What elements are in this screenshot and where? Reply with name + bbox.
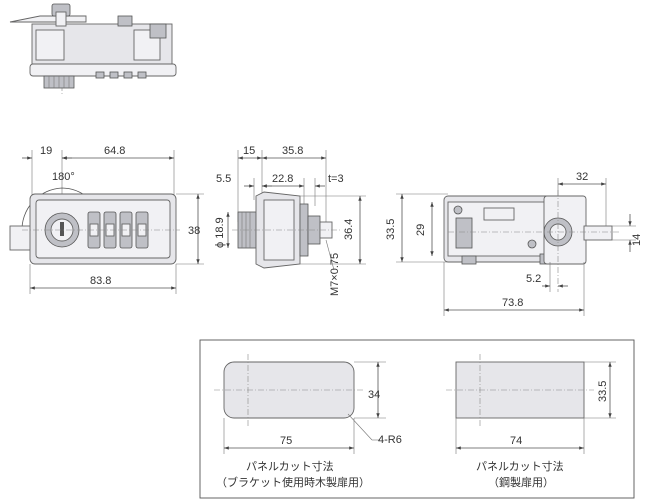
dim-73-8: 73.8 (502, 297, 523, 309)
dim-35-8: 35.8 (282, 145, 303, 157)
left-height-dim: 34 (368, 389, 380, 401)
front-view: 19 64.8 180° 38 (9, 145, 204, 294)
dim-t3: t=3 (328, 173, 344, 185)
dim-diameter-18-9: ϕ 18.9 (214, 217, 226, 248)
left-width-dim: 75 (280, 435, 292, 447)
dim-5-2: 5.2 (526, 273, 541, 285)
panel-cut-right: 33.5 74 パネルカット寸法 （鋼製扉用） (446, 354, 616, 489)
left-radius-dim: 4-R6 (378, 434, 402, 446)
dim-83-8: 83.8 (90, 275, 111, 287)
right-width-dim: 74 (510, 435, 522, 447)
right-height-dim: 33.5 (597, 381, 609, 402)
panel-cut-box: 34 75 4-R6 パネルカット寸法 （ブラケット使用時木製扉用） 33.5 … (199, 339, 635, 499)
dial-teeth (43, 71, 147, 89)
panel-cut-left: 34 75 4-R6 パネルカット寸法 （ブラケット使用時木製扉用） (214, 354, 402, 489)
dim-180deg: 180° (52, 171, 75, 183)
dim-38: 38 (188, 225, 200, 237)
rear-view: 33.5 29 32 14 5.2 (385, 171, 643, 316)
dim-m7-thread: M7×0.75 (329, 253, 341, 296)
right-caption-1: パネルカット寸法 (476, 459, 564, 473)
dim-32: 32 (576, 171, 588, 183)
top-view (9, 3, 177, 94)
dim-29: 29 (415, 224, 427, 236)
left-caption-1: パネルカット寸法 (246, 459, 334, 473)
dim-19: 19 (40, 145, 52, 157)
side-view: 15 35.8 5.5 22.8 t=3 ϕ 18.9 M7×0.75 3 (214, 145, 366, 296)
right-caption-2: （鋼製扉用） (488, 475, 554, 489)
left-caption-2: （ブラケット使用時木製扉用） (216, 475, 370, 489)
dim-36-4: 36.4 (343, 219, 355, 240)
dim-5-5: 5.5 (216, 173, 231, 185)
dim-33-5: 33.5 (385, 219, 397, 240)
dim-22-8: 22.8 (272, 173, 293, 185)
dim-64-8: 64.8 (104, 145, 125, 157)
dim-14: 14 (631, 234, 643, 246)
dim-15: 15 (243, 145, 255, 157)
